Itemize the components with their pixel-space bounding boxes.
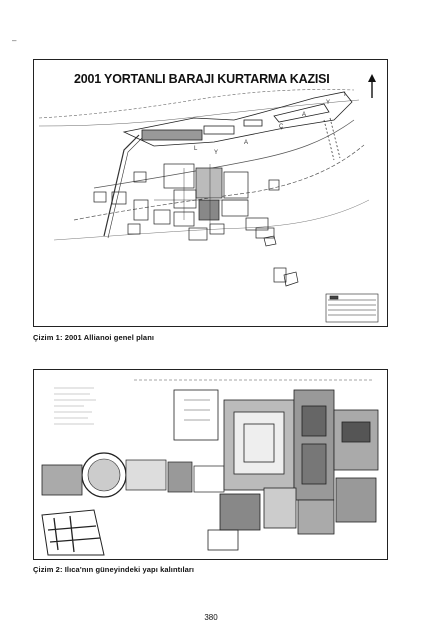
structures-plan-figure [33,369,388,560]
north-arrow-icon [368,74,376,98]
plan-legend [325,293,379,323]
svg-text:L: L [194,146,198,152]
structures-plan-drawing [41,379,379,556]
svg-text:A: A [244,140,248,146]
svg-text:A: A [302,112,306,118]
figure-caption-2: Çizim 2: Ilıca'nın güneyindeki yapı kalı… [33,565,195,574]
page-number: 380 [204,613,218,622]
figure-caption-1: Çizim 1: 2001 Allianoi genel planı [33,333,155,342]
plan-title: 2001 YORTANLI BARAJI KURTARMA KAZISI [74,72,330,86]
svg-text:Y: Y [214,150,218,156]
svg-text:Ç: Ç [279,124,284,130]
site-plan-drawing: L Y A Ç A Y I [38,74,379,323]
svg-text:Y: Y [326,100,330,106]
site-plan-figure: 2001 YORTANLI BARAJI KURTARMA KAZISI L Y… [33,59,388,327]
svg-text:I: I [344,92,346,98]
margin-mark: – [12,36,17,45]
